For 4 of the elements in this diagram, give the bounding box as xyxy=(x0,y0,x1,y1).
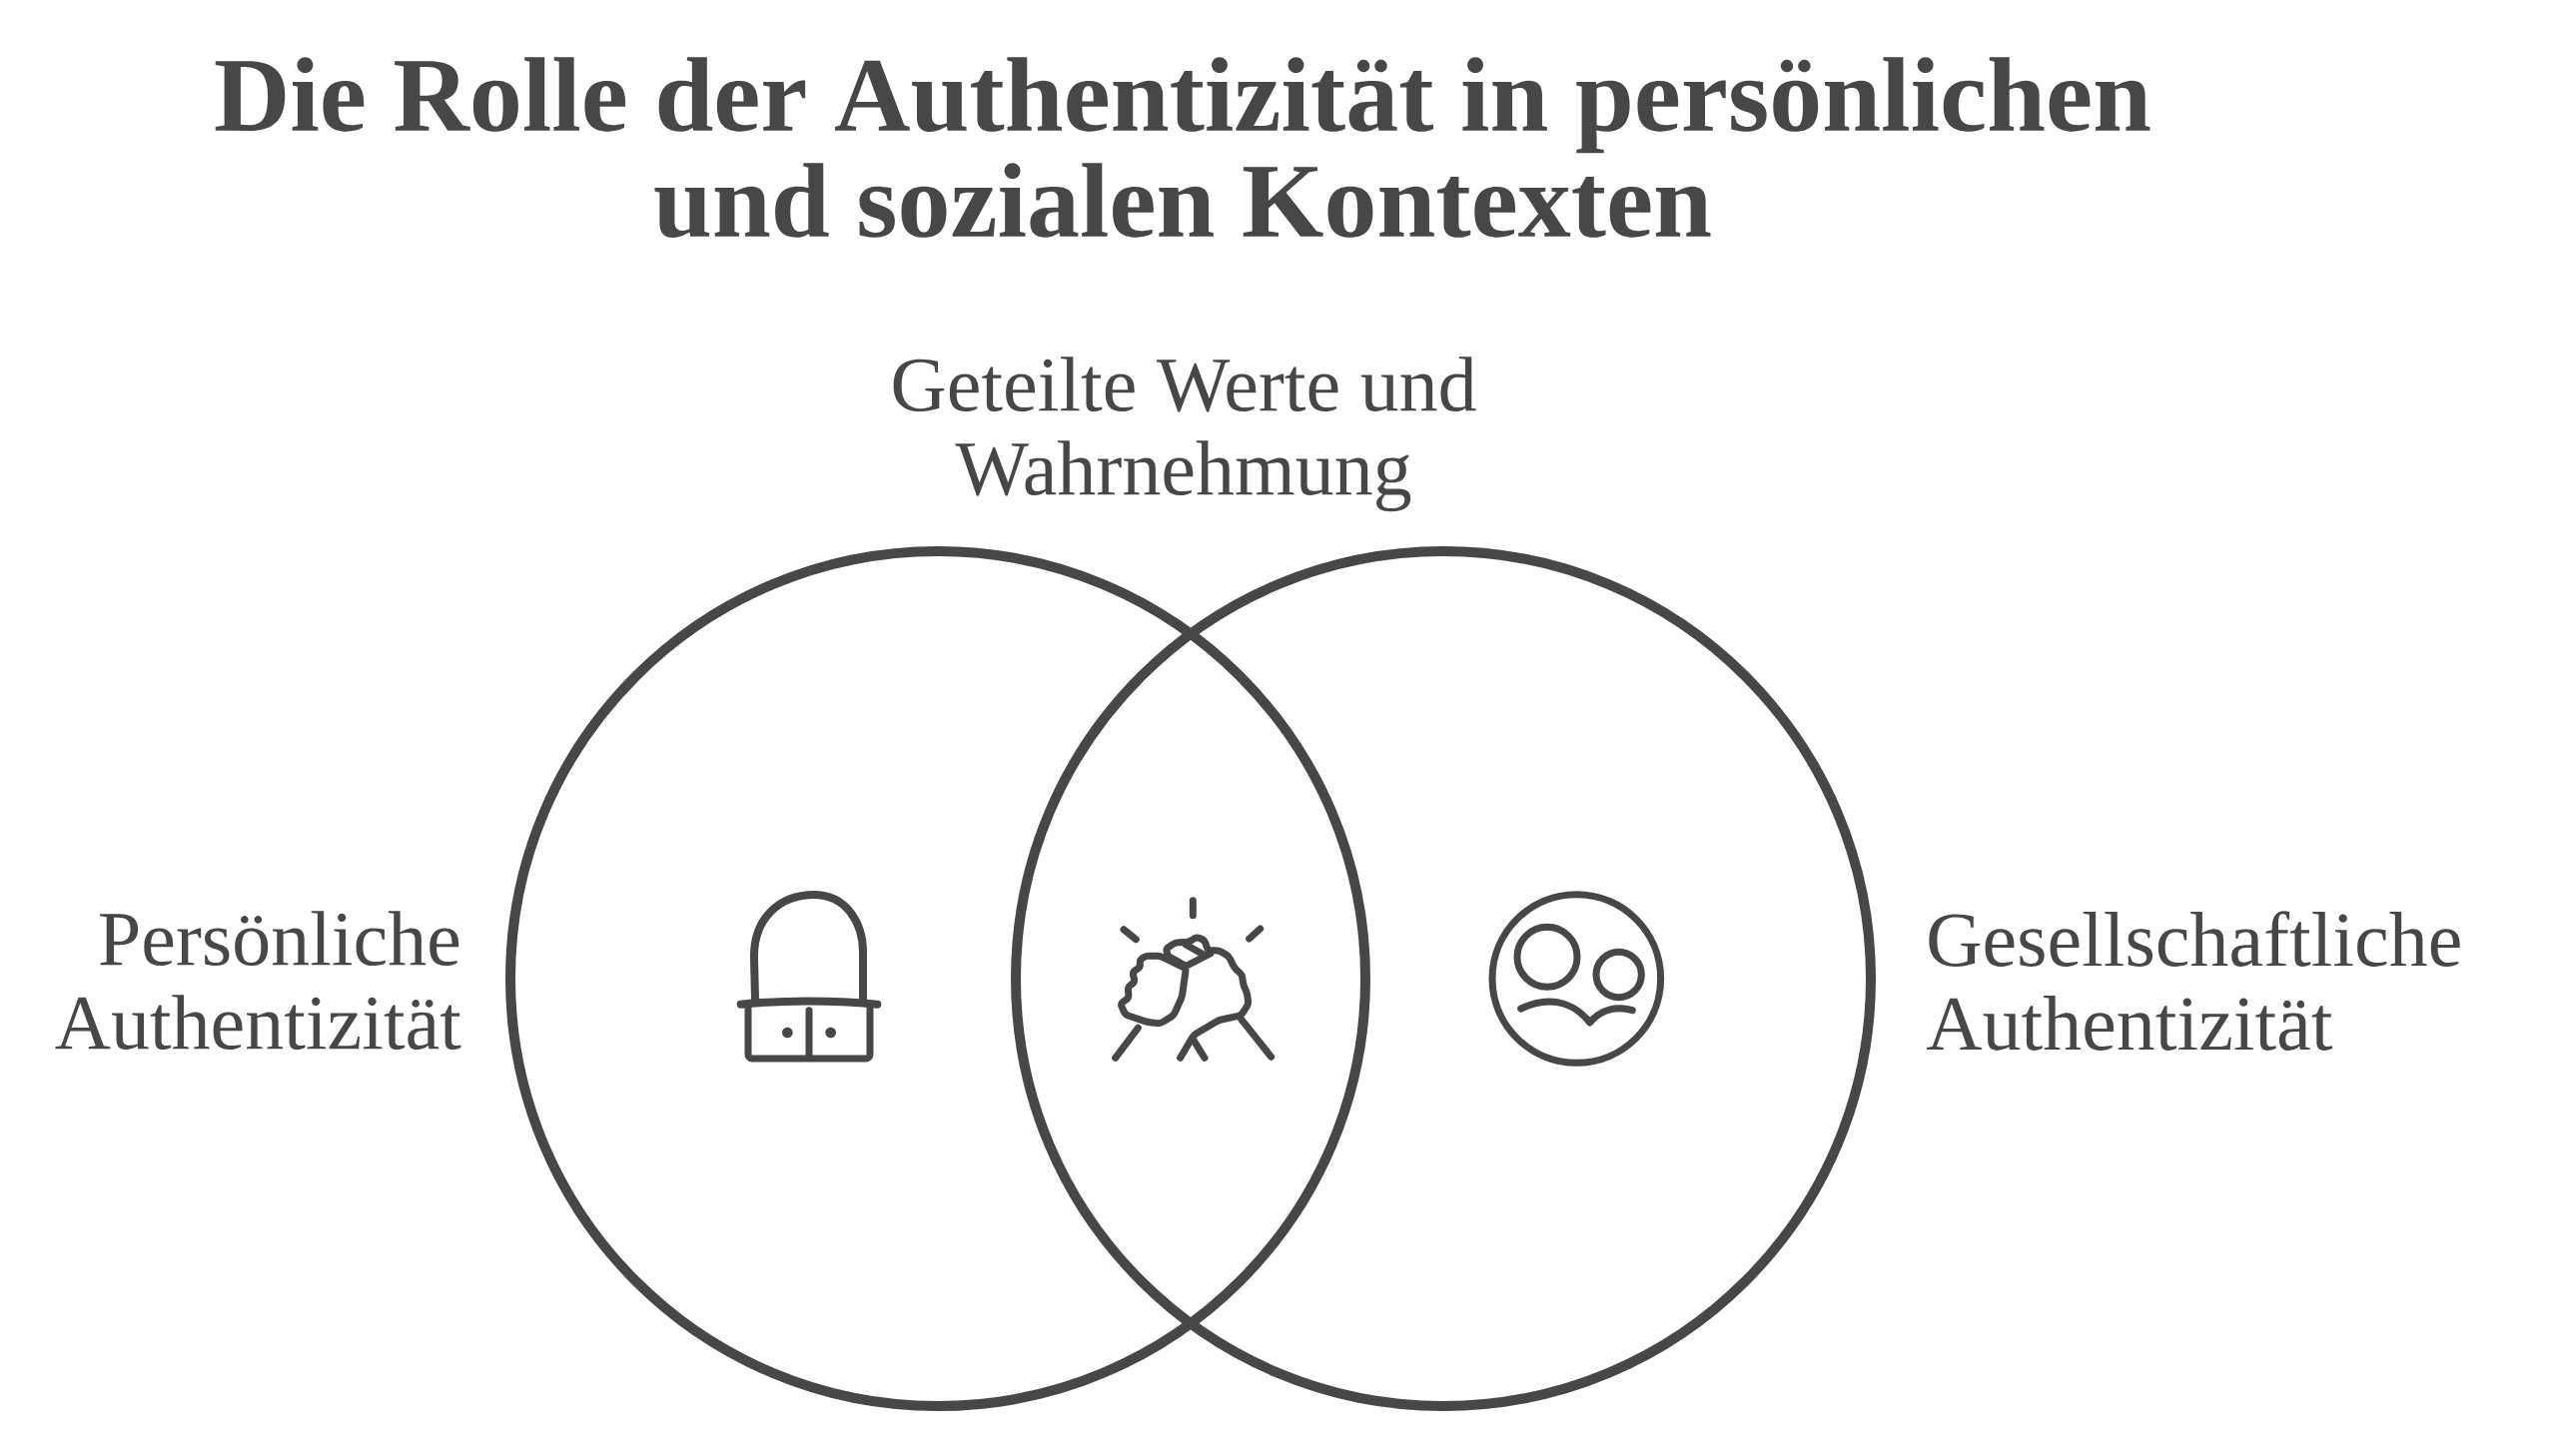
overlap-label: Geteilte Werte und Wahrnehmung xyxy=(893,357,1476,512)
title: Die Rolle der Authentizität in persönlichen und sozialen Kontexten xyxy=(215,57,2150,239)
circle-label: Gesellschaftliche Authentizität xyxy=(1927,911,2460,1051)
circle-label: Persönliche Authentizität xyxy=(55,911,461,1051)
